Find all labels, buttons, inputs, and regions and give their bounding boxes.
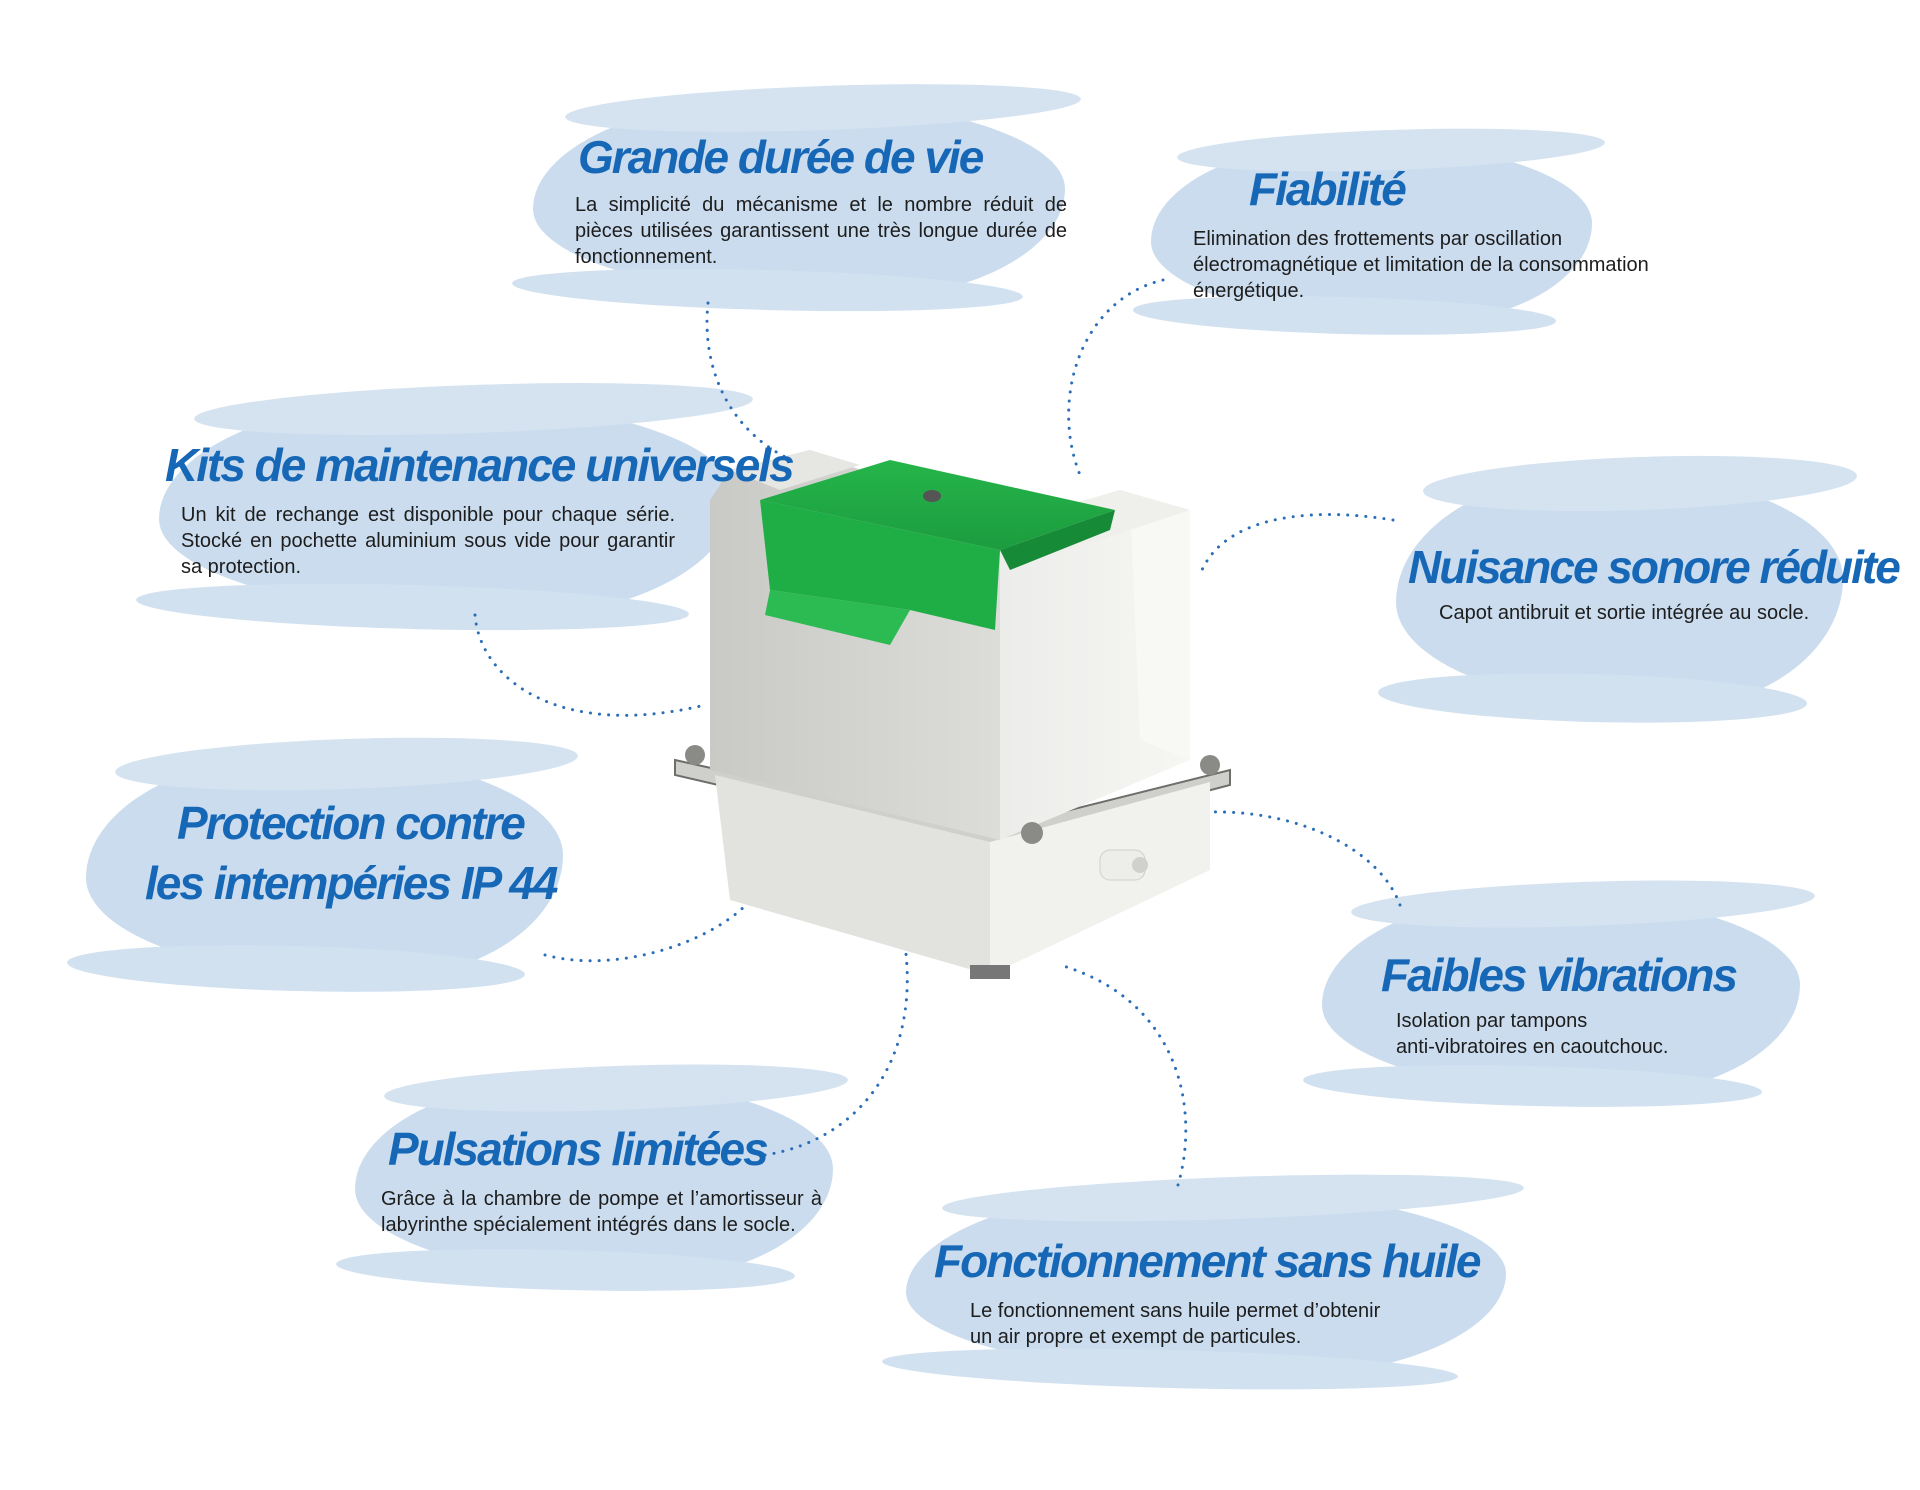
feature-description: Elimination des frottements par oscillat…	[1193, 228, 1649, 302]
connector-reliability	[1067, 278, 1165, 477]
brush-blob	[906, 1188, 1506, 1378]
feature-description: Capot antibruit et sortie intégrée au so…	[1439, 602, 1810, 624]
brush-blob	[1396, 471, 1843, 710]
brush-blob	[533, 98, 1065, 300]
feature-title: Grande durée de vie	[578, 131, 984, 183]
air-pump-image	[674, 450, 1231, 979]
feature-description-line1: Le fonctionnement sans huile permet d’ob…	[970, 1300, 1381, 1322]
feature-description-line1: Isolation par tampons	[1396, 1010, 1588, 1032]
feature-description: Un kit de rechange est disponible pour c…	[181, 504, 675, 578]
feature-title: Fonctionnement sans huile	[934, 1235, 1482, 1287]
feature-description-line2: anti-vibratoires en caoutchouc.	[1396, 1036, 1669, 1058]
connector-vibrations	[1208, 810, 1402, 907]
brush-blob	[1151, 141, 1592, 324]
feature-title: Fiabilité	[1249, 163, 1407, 215]
feature-title-line2: les intempéries IP 44	[145, 857, 558, 909]
brush-blob	[86, 753, 563, 980]
brush-blob	[1322, 894, 1800, 1096]
feature-description: La simplicité du mécanisme et le nombre …	[575, 194, 1067, 268]
connector-kits	[473, 613, 707, 717]
brush-blob	[159, 398, 735, 618]
feature-title: Kits de maintenance universels	[165, 439, 795, 491]
feature-description: Grâce à la chambre de pompe et l’amortis…	[381, 1188, 822, 1236]
feature-title: Faibles vibrations	[1381, 949, 1738, 1001]
connector-pulsations	[763, 943, 909, 1157]
feature-title: Nuisance sonore réduite	[1408, 541, 1901, 593]
brush-blob	[355, 1078, 833, 1280]
feature-title: Pulsations limitées	[388, 1123, 769, 1175]
feature-title-line1: Protection contre	[177, 797, 526, 849]
feature-description-line2: un air propre et exempt de particules.	[970, 1326, 1302, 1348]
connector-oilfree	[1058, 963, 1188, 1187]
